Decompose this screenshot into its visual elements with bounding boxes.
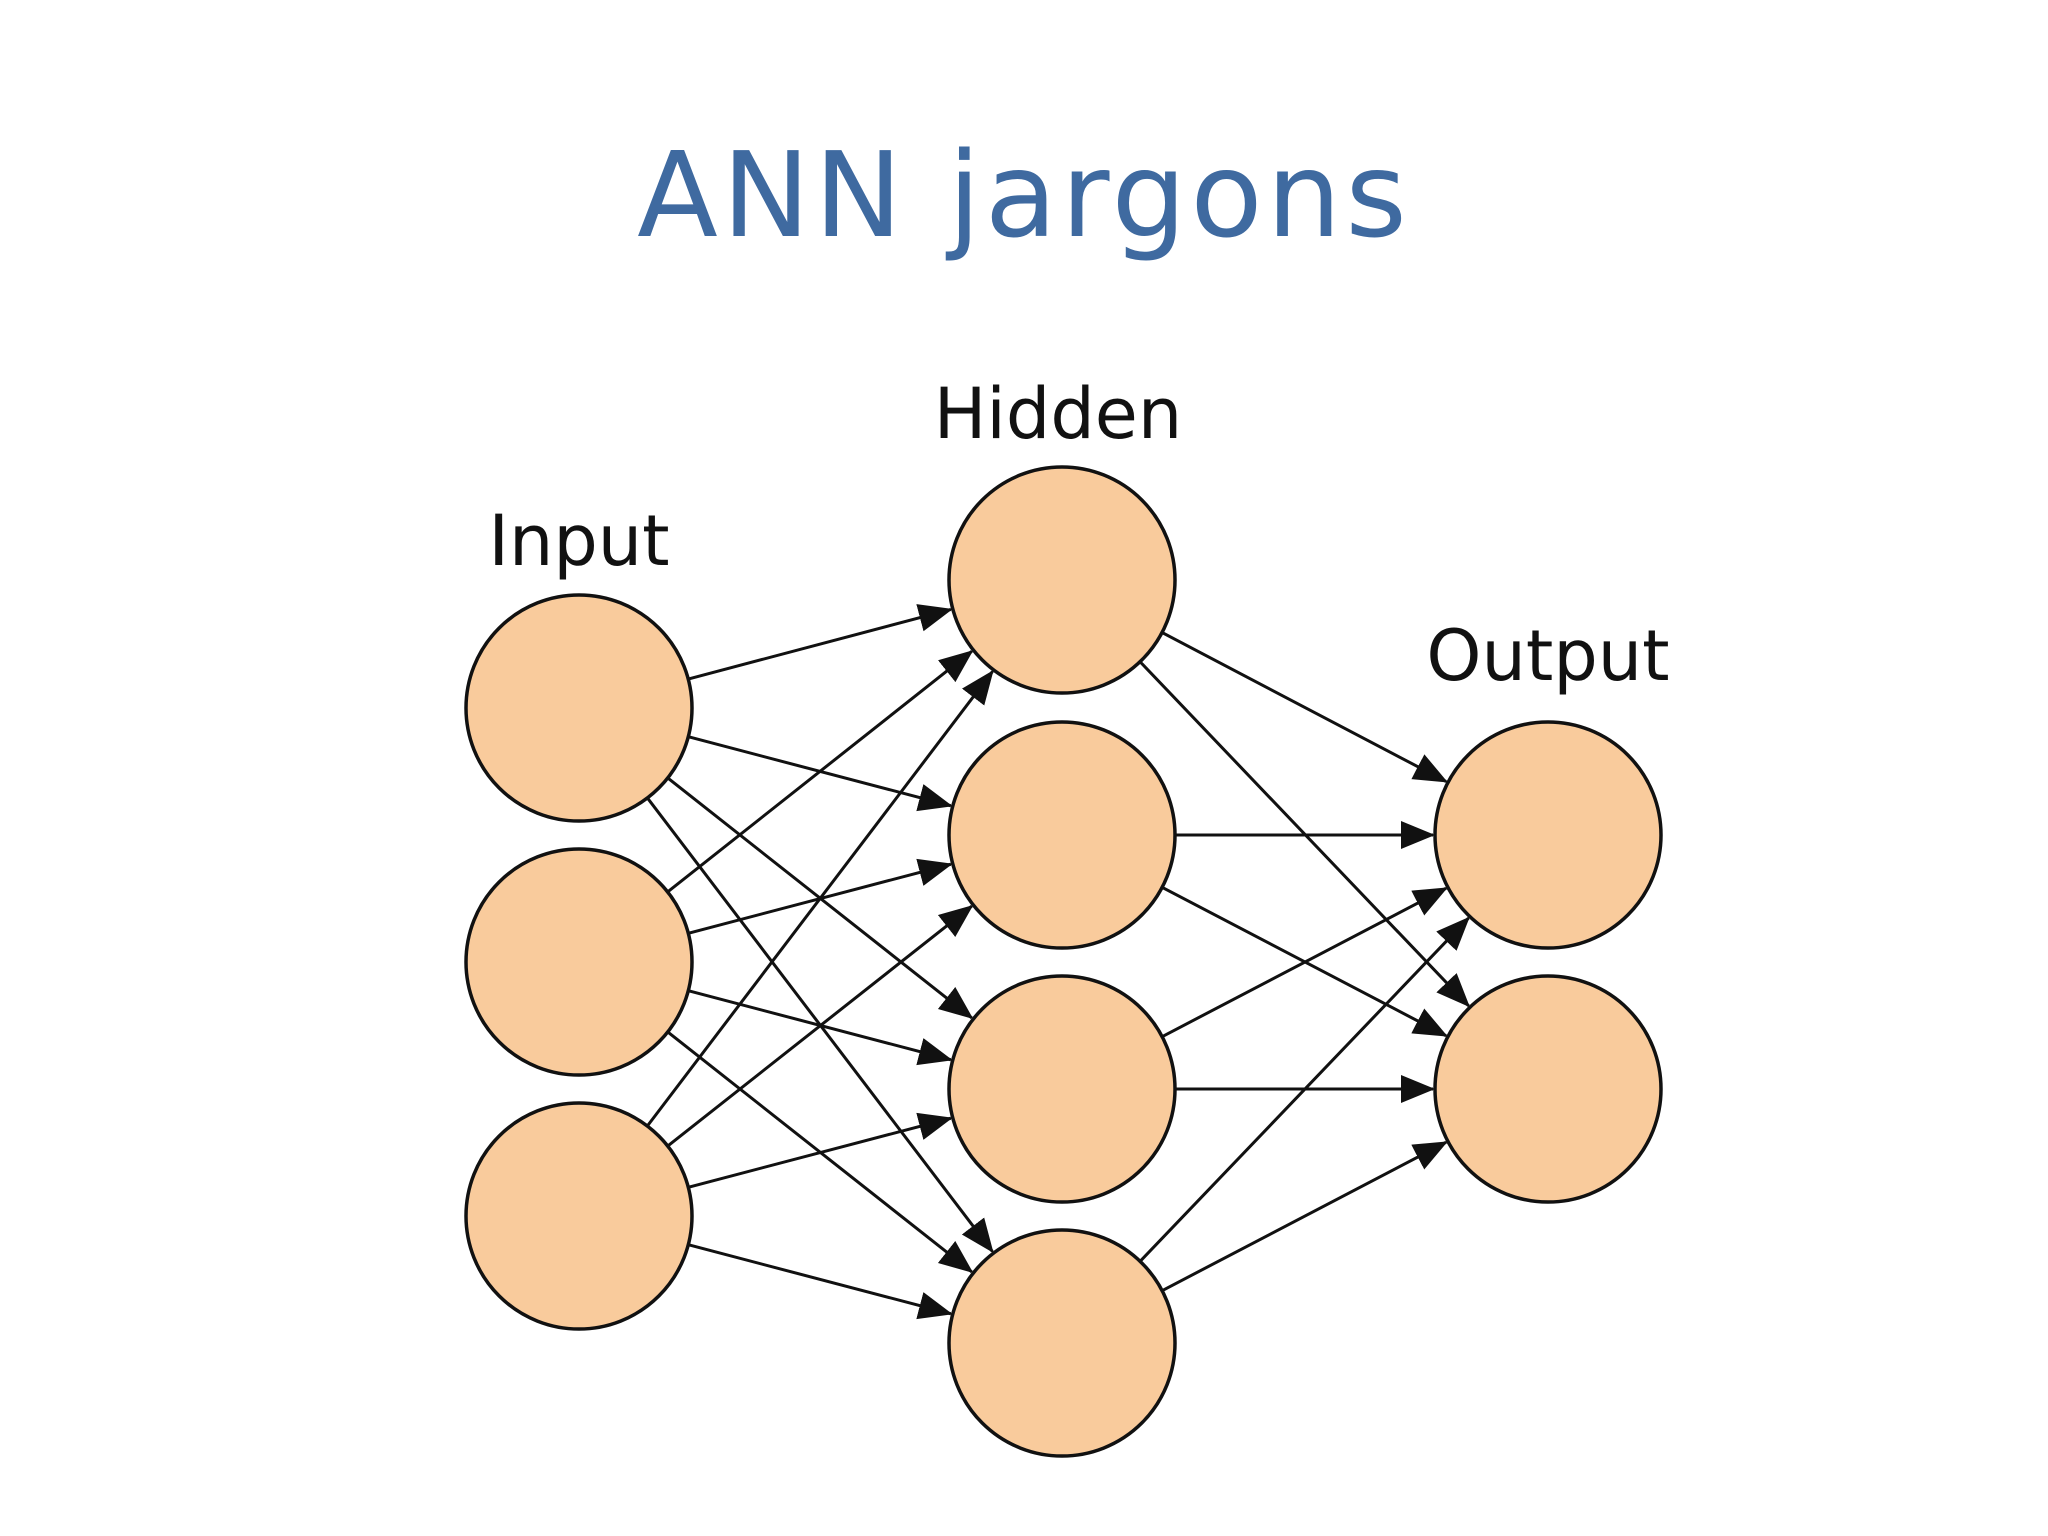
hidden-neuron-4	[947, 1228, 1177, 1458]
output-neuron-2	[1433, 974, 1663, 1204]
slide-title: ANN jargons	[637, 126, 1411, 264]
connections	[646, 604, 1470, 1320]
hidden-neuron-1	[947, 465, 1177, 695]
edge-hidden-1-to-output-1	[1161, 631, 1448, 783]
edge-input-1-to-hidden-1	[687, 604, 953, 681]
input-neuron-2	[464, 847, 694, 1077]
edge-hidden-4-to-output-1	[1139, 916, 1470, 1263]
neurons	[464, 465, 1663, 1458]
edge-input-3-to-hidden-1	[646, 669, 994, 1127]
edge-hidden-3-to-output-1	[1161, 886, 1448, 1038]
input-neuron-1	[464, 593, 694, 823]
edge-input-3-to-hidden-2	[666, 904, 974, 1148]
edge-input-3-to-hidden-3	[687, 1112, 953, 1189]
edge-input-3-to-hidden-4	[687, 1243, 953, 1320]
hidden-layer-label: Hidden	[934, 373, 1182, 455]
hidden-neuron-2	[947, 720, 1177, 950]
output-layer-label: Output	[1426, 615, 1669, 697]
edge-input-2-to-hidden-1	[666, 650, 974, 894]
input-neuron-3	[464, 1101, 694, 1331]
hidden-neuron-3	[947, 974, 1177, 1204]
edge-hidden-4-to-output-2	[1161, 1140, 1448, 1292]
input-layer-label: Input	[488, 500, 669, 582]
output-neuron-1	[1433, 720, 1663, 950]
